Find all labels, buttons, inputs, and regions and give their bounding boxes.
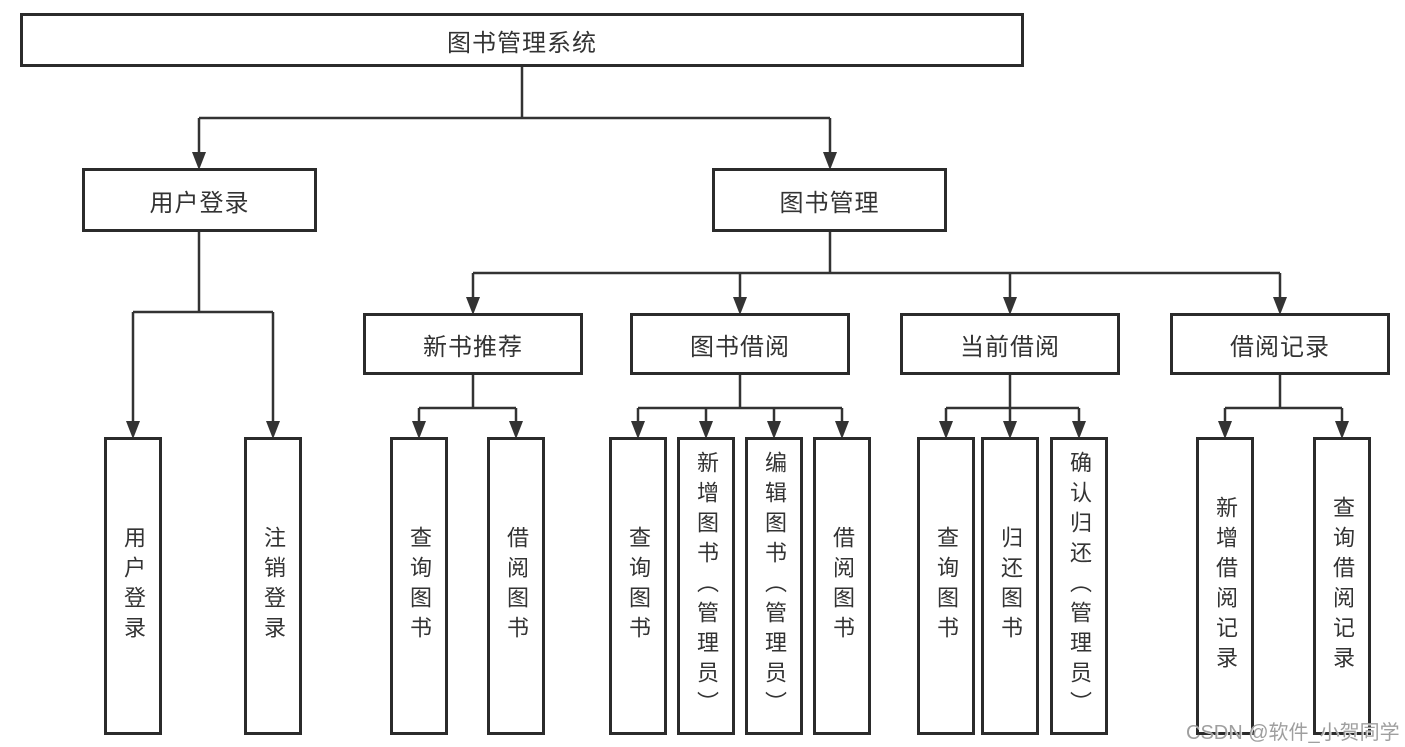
arrow-down-icon xyxy=(1003,297,1017,315)
leaf-borrow-books: 借阅图书 xyxy=(813,437,871,735)
node-user-login-label: 用户登录 xyxy=(149,189,250,217)
node-current-borrow-label: 当前借阅 xyxy=(960,333,1060,361)
arrow-down-icon xyxy=(823,152,837,170)
leaf-add-books-admin: 新增图书（管理员） xyxy=(677,437,735,735)
node-new-book-recommend-label: 新书推荐 xyxy=(423,333,523,361)
leaf-user-login: 用户登录 xyxy=(104,437,162,735)
leaf-return-books-label: 归还图书 xyxy=(998,526,1023,646)
leaf-borrow-books-label: 借阅图书 xyxy=(830,526,855,646)
leaf-confirm-return-admin: 确认归还（管理员） xyxy=(1050,437,1108,735)
leaf-query-books-borrow-label: 查询图书 xyxy=(626,526,651,646)
leaf-query-books-recommend: 查询图书 xyxy=(390,437,448,735)
connector-stems xyxy=(131,67,1344,433)
leaf-logout-label: 注销登录 xyxy=(261,526,286,646)
leaf-edit-books-admin: 编辑图书（管理员） xyxy=(745,437,803,735)
leaf-borrow-books-recommend: 借阅图书 xyxy=(487,437,545,735)
node-user-login: 用户登录 xyxy=(82,168,317,232)
node-book-management-label: 图书管理 xyxy=(779,189,880,217)
leaf-confirm-return-admin-label: 确认归还（管理员） xyxy=(1067,451,1092,721)
node-current-borrow: 当前借阅 xyxy=(900,313,1120,375)
node-borrow-records: 借阅记录 xyxy=(1170,313,1390,375)
arrow-down-icon xyxy=(266,421,280,439)
arrow-down-icon xyxy=(1003,421,1017,439)
leaf-edit-books-admin-label: 编辑图书（管理员） xyxy=(762,451,787,721)
node-root-label: 图书管理系统 xyxy=(447,29,597,57)
node-borrow-records-label: 借阅记录 xyxy=(1230,333,1330,361)
arrow-down-icon xyxy=(631,421,645,439)
node-new-book-recommend: 新书推荐 xyxy=(363,313,583,375)
arrow-down-icon xyxy=(466,297,480,315)
node-root: 图书管理系统 xyxy=(20,13,1024,67)
leaf-query-books-borrow: 查询图书 xyxy=(609,437,667,735)
leaf-query-books-current-label: 查询图书 xyxy=(934,526,959,646)
leaf-user-login-label: 用户登录 xyxy=(121,526,146,646)
leaf-add-books-admin-label: 新增图书（管理员） xyxy=(694,451,719,721)
arrowhead-icons xyxy=(126,152,1349,439)
leaf-query-books-current: 查询图书 xyxy=(917,437,975,735)
watermark: CSDN @软件_小贺同学 xyxy=(1186,722,1400,744)
leaf-return-books: 归还图书 xyxy=(981,437,1039,735)
leaf-borrow-books-recommend-label: 借阅图书 xyxy=(504,526,529,646)
arrow-down-icon xyxy=(412,421,426,439)
arrow-down-icon xyxy=(699,421,713,439)
arrow-down-icon xyxy=(126,421,140,439)
leaf-add-borrow-record: 新增借阅记录 xyxy=(1196,437,1254,735)
arrow-down-icon xyxy=(835,421,849,439)
arrow-down-icon xyxy=(733,297,747,315)
arrow-down-icon xyxy=(1273,297,1287,315)
arrow-down-icon xyxy=(939,421,953,439)
arrow-down-icon xyxy=(192,152,206,170)
arrow-down-icon xyxy=(1072,421,1086,439)
arrow-down-icon xyxy=(1218,421,1232,439)
node-book-borrow-label: 图书借阅 xyxy=(690,333,790,361)
arrow-down-icon xyxy=(767,421,781,439)
node-book-management: 图书管理 xyxy=(712,168,947,232)
leaf-logout: 注销登录 xyxy=(244,437,302,735)
node-book-borrow: 图书借阅 xyxy=(630,313,850,375)
leaf-query-books-recommend-label: 查询图书 xyxy=(407,526,432,646)
leaf-query-borrow-record-label: 查询借阅记录 xyxy=(1330,496,1355,676)
arrow-down-icon xyxy=(509,421,523,439)
arrow-down-icon xyxy=(1335,421,1349,439)
leaf-query-borrow-record: 查询借阅记录 xyxy=(1313,437,1371,735)
leaf-add-borrow-record-label: 新增借阅记录 xyxy=(1213,496,1238,676)
